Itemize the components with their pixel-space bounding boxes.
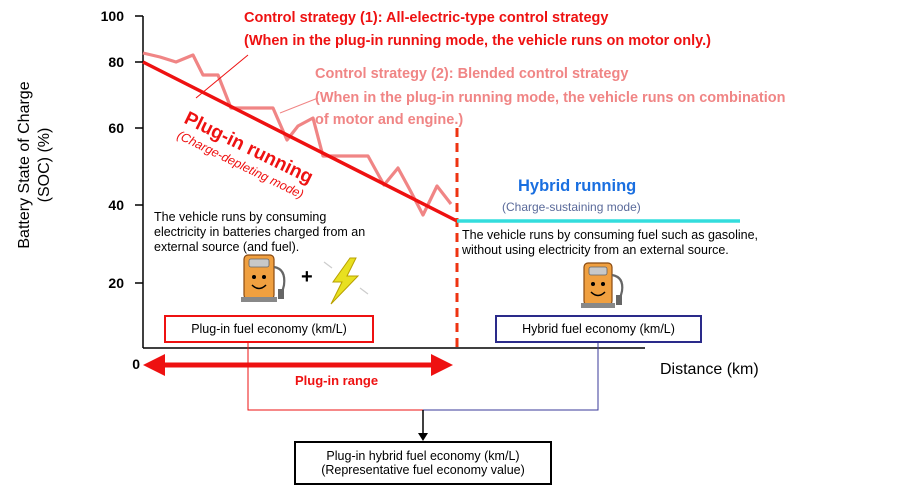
y-axis-ticks — [135, 15, 143, 284]
plugin-range-label: Plug-in range — [295, 373, 379, 388]
plugin-description: The vehicle runs by consuming electricit… — [154, 210, 366, 254]
strategy1-title: Control strategy (1): All-electric-type … — [244, 10, 609, 26]
y-tick-20: 20 — [108, 275, 124, 291]
plugin-fuel-economy-box: Plug-in fuel economy (km/L) — [164, 315, 374, 343]
x-axis-label: Distance (km) — [660, 361, 759, 378]
hybrid-description: The vehicle runs by consuming fuel such … — [462, 228, 758, 257]
y-tick-100: 100 — [100, 8, 124, 24]
hybrid-fuel-economy-box: Hybrid fuel economy (km/L) — [495, 315, 702, 343]
all-electric-soc-line — [142, 60, 458, 223]
strategy2-title: Control strategy (2): Blended control st… — [315, 66, 629, 82]
lightning-icon — [323, 257, 369, 305]
strategy2-callout-leader — [279, 97, 319, 114]
combined-fuel-economy-box: Plug-in hybrid fuel economy (km/L) (Repr… — [294, 441, 552, 485]
strategy2-detail-cont: of motor and engine.) — [315, 112, 464, 128]
combined-line1: Plug-in hybrid fuel economy (km/L) — [326, 448, 520, 463]
plus-sign: + — [301, 266, 313, 288]
strategy1-callout-leader — [195, 54, 249, 99]
y-tick-40: 40 — [108, 197, 124, 213]
y-axis-label: Battery State of Charge (SOC) (%) — [16, 81, 53, 249]
combined-line2: (Representative fuel economy value) — [321, 463, 525, 477]
strategy2-detail: (When in the plug-in running mode, the v… — [315, 90, 786, 106]
y-tick-80: 80 — [108, 54, 124, 70]
hybrid-running-subtitle: (Charge-sustaining mode) — [502, 200, 641, 214]
strategy1-detail: (When in the plug-in running mode, the v… — [244, 33, 711, 49]
blended-soc-line — [142, 51, 453, 217]
hybrid-running-title: Hybrid running — [518, 177, 637, 195]
fuel-pump-icon — [581, 262, 624, 308]
x-origin-label: 0 — [132, 356, 140, 372]
plugin-connector — [247, 343, 423, 411]
hybrid-connector — [423, 343, 599, 411]
combined-arrowhead — [418, 433, 428, 441]
fuel-pump-icon — [241, 254, 286, 302]
plugin-range-arrow — [143, 354, 453, 376]
y-tick-60: 60 — [108, 120, 124, 136]
